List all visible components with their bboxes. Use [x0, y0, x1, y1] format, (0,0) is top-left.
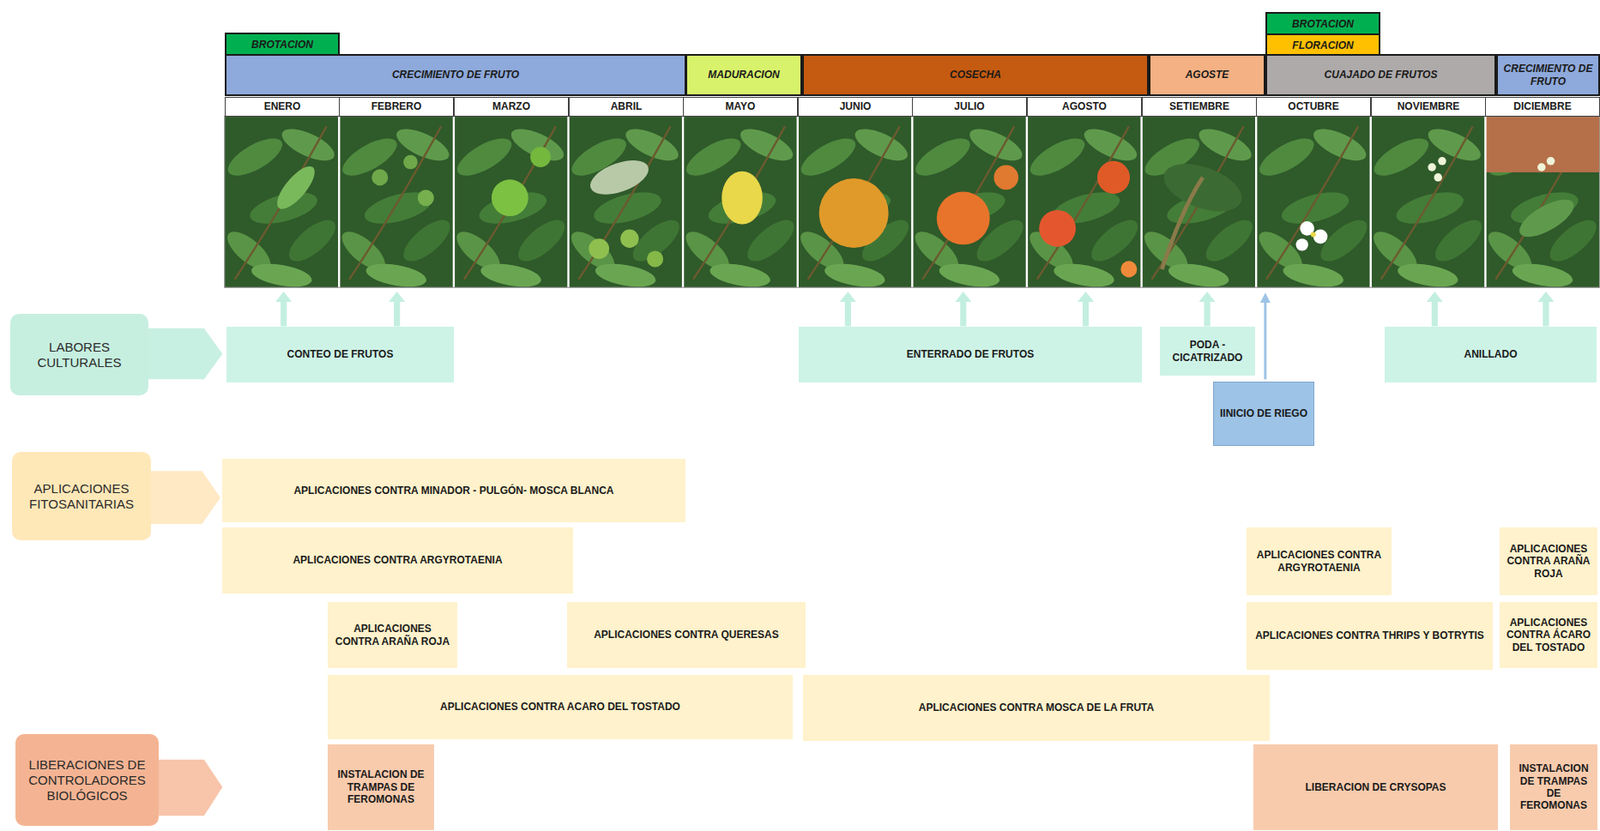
row-header: APLICACIONES FITOSANITARIAS	[12, 452, 151, 541]
box-label: LIBERACION DE CRYSOPAS	[1304, 781, 1446, 794]
box-label: CUAJADO DE FRUTOS	[1324, 68, 1438, 81]
box-label: BROTACION	[251, 38, 314, 51]
month-cell: OCTUBRE	[1255, 96, 1371, 117]
month-cell: MAYO	[682, 96, 798, 117]
box-label: COSECHA	[949, 68, 1002, 81]
box-label: APLICACIONES CONTRA ARAÑA ROJA	[1503, 543, 1594, 580]
treatment-box: APLICACIONES CONTRA ÁCARO DEL TOSTADO	[1499, 602, 1598, 669]
row-arrow	[152, 760, 223, 816]
treatment-box: APLICACIONES CONTRA QUERESAS	[567, 602, 806, 669]
box-label: APLICACIONES CONTRA ACARO DEL TOSTADO	[440, 700, 681, 713]
row-arrow	[143, 328, 224, 380]
box-label: AGOSTO	[1062, 100, 1107, 113]
row-arrow	[145, 470, 221, 525]
stage-band: MADURACION	[685, 54, 803, 97]
box-label: MADURACION	[707, 68, 779, 81]
box-label: APLICACIONES CONTRA MINADOR - PULGÓN- MO…	[293, 484, 614, 497]
stage-band: CUAJADO DE FRUTOS	[1265, 54, 1497, 97]
stage-band: CRECIMIENTO DE FRUTO	[1496, 54, 1600, 97]
box-label: BROTACION	[1292, 18, 1354, 31]
box-label: MAYO	[725, 100, 756, 113]
box-label: PODA - CICATRIZADO	[1163, 338, 1252, 364]
treatment-box: APLICACIONES CONTRA MOSCA DE LA FRUTA	[803, 675, 1270, 742]
photo-strip	[221, 116, 1600, 291]
box-label: ENERO	[264, 100, 302, 113]
box-label: APLICACIONES CONTRA ARAÑA ROJA	[331, 622, 454, 648]
box-label: SETIEMBRE	[1169, 100, 1230, 113]
month-cell: AGOSTO	[1026, 96, 1142, 117]
box-label: APLICACIONES CONTRA ARGYROTAENIA	[1249, 549, 1389, 574]
box-label: INSTALACION DE TRAMPAS DE FEROMONAS	[1513, 762, 1594, 813]
treatment-box: APLICACIONES CONTRA ACARO DEL TOSTADO	[327, 675, 793, 740]
treatment-box: APLICACIONES CONTRA ARGYROTAENIA	[1246, 527, 1392, 596]
box-label: JULIO	[953, 100, 985, 113]
task-box: CONTEO DE FRUTOS	[226, 326, 454, 383]
stage-band: CRECIMIENTO DE FRUTO	[224, 54, 687, 97]
box-label: APLICACIONES FITOSANITARIAS	[15, 481, 148, 513]
box-label: OCTUBRE	[1287, 100, 1339, 113]
month-cell: NOVIEMBRE	[1370, 96, 1486, 117]
task-box: ENTERRADO DE FRUTOS	[798, 326, 1142, 383]
treatment-box: APLICACIONES CONTRA ARAÑA ROJA	[327, 602, 458, 669]
treatment-box: APLICACIONES CONTRA MINADOR - PULGÓN- MO…	[222, 458, 686, 523]
box-label: ANILLADO	[1464, 348, 1518, 361]
biocontrol-box: INSTALACION DE TRAMPAS DE FEROMONAS	[327, 744, 435, 831]
pointer-arrows	[275, 291, 1554, 327]
box-label: ENTERRADO DE FRUTOS	[906, 348, 1034, 361]
box-label: CRECIMIENTO DE FRUTO	[392, 68, 520, 81]
box-label: APLICACIONES CONTRA ARGYROTAENIA	[292, 554, 502, 567]
treatment-box: APLICACIONES CONTRA THRIPS Y BOTRYTIS	[1246, 602, 1493, 671]
box-label: APLICACIONES CONTRA THRIPS Y BOTRYTIS	[1255, 629, 1485, 642]
box-label: IINICIO DE RIEGO	[1219, 407, 1308, 420]
box-label: FEBRERO	[371, 100, 423, 113]
month-cell: ABRIL	[568, 96, 684, 117]
treatment-box: APLICACIONES CONTRA ARAÑA ROJA	[1499, 527, 1598, 596]
box-label: INSTALACION DE TRAMPAS DE FEROMONAS	[331, 768, 431, 806]
box-label: LIBERACIONES DE CONTROLADORES BIOLÓGICOS	[18, 757, 156, 804]
stage-band: COSECHA	[802, 54, 1149, 97]
task-box: PODA - CICATRIZADO	[1159, 326, 1256, 376]
month-cell: MARZO	[453, 96, 569, 117]
box-label: APLICACIONES CONTRA MOSCA DE LA FRUTA	[918, 701, 1154, 714]
month-cell: JULIO	[911, 96, 1027, 117]
month-cell: FEBRERO	[338, 96, 454, 117]
stage-band: AGOSTE	[1148, 54, 1266, 97]
box-label: FLORACION	[1292, 39, 1353, 52]
month-cell: DICIEMBRE	[1485, 96, 1600, 117]
box-label: NOVIEMBRE	[1397, 100, 1461, 113]
box-label: JUNIO	[839, 100, 872, 113]
box-label: MARZO	[492, 100, 531, 113]
box-label: CONTEO DE FRUTOS	[287, 348, 394, 361]
box-label: ABRIL	[610, 100, 643, 113]
box-label: AGOSTE	[1185, 68, 1230, 81]
month-cell: ENERO	[224, 96, 340, 117]
box-label: APLICACIONES CONTRA QUERESAS	[593, 628, 779, 641]
box-label: LABORES CULTURALES	[13, 339, 145, 371]
row-header: LABORES CULTURALES	[10, 313, 149, 396]
row-header: LIBERACIONES DE CONTROLADORES BIOLÓGICOS	[15, 734, 159, 827]
box-label: CRECIMIENTO DE FRUTO	[1501, 62, 1595, 88]
box-label: DICIEMBRE	[1513, 100, 1571, 113]
treatment-box: APLICACIONES CONTRA ARGYROTAENIA	[222, 527, 574, 594]
riego-pointer	[1260, 292, 1271, 380]
biocontrol-box: INSTALACION DE TRAMPAS DE FEROMONAS	[1509, 744, 1598, 831]
task-box: IINICIO DE RIEGO	[1213, 381, 1315, 447]
month-cell: SETIEMBRE	[1141, 96, 1257, 117]
box-label: APLICACIONES CONTRA ÁCARO DEL TOSTADO	[1503, 616, 1594, 654]
task-box: ANILLADO	[1384, 326, 1597, 383]
biocontrol-box: LIBERACION DE CRYSOPAS	[1253, 744, 1498, 831]
month-cell: JUNIO	[797, 96, 913, 117]
